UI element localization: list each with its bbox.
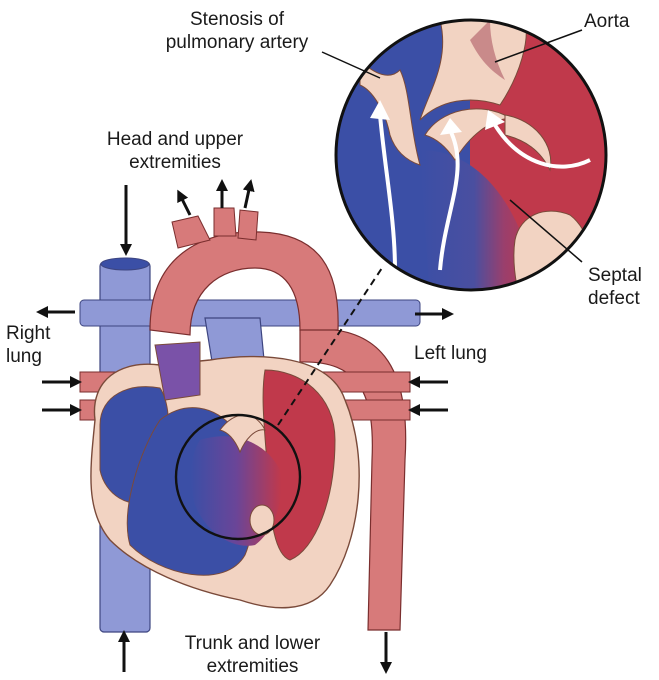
carotid-artery — [213, 207, 237, 237]
trunk-label-line1: Trunk and lower — [184, 633, 321, 654]
vena-cava-opening — [100, 257, 150, 271]
trunk-label: Trunk and lower extremities — [165, 632, 340, 678]
aorta-leader — [494, 29, 583, 63]
right-lung-label-line1: Right — [6, 323, 51, 344]
septal-label-line2: defect — [588, 288, 640, 309]
head-label-line1: Head and upper — [106, 129, 244, 150]
head-label-line2: extremities — [129, 152, 221, 173]
zoom-connector — [277, 267, 383, 426]
stenosis-label-line1: Stenosis of — [190, 9, 284, 30]
trunk-label-line2: extremities — [206, 656, 299, 677]
right-lung-label-line2: lung — [6, 346, 42, 367]
left-atrium — [154, 341, 201, 401]
stenosis-label-line2: pulmonary artery — [165, 32, 309, 53]
arrow-head-1 — [177, 189, 192, 216]
brachiocephalic-artery — [171, 215, 211, 249]
septal-leader — [509, 199, 583, 263]
septal-defect-label: Septal defect — [588, 264, 642, 310]
head-label: Head and upper extremities — [95, 128, 255, 174]
right-lung-label: Right lung — [6, 322, 50, 368]
aorta-label: Aorta — [584, 11, 630, 32]
magnifier-small-circle — [174, 413, 302, 541]
magnifier-large-circle — [334, 18, 608, 292]
arrow-head-3 — [242, 179, 255, 209]
subclavian-artery — [237, 209, 259, 241]
stenosis-leader — [321, 51, 381, 79]
septal-label-line1: Septal — [588, 265, 642, 286]
zoom-detail — [336, 20, 606, 290]
left-lung-label: Left lung — [414, 343, 487, 364]
stenosis-label: Stenosis of pulmonary artery — [152, 8, 322, 54]
